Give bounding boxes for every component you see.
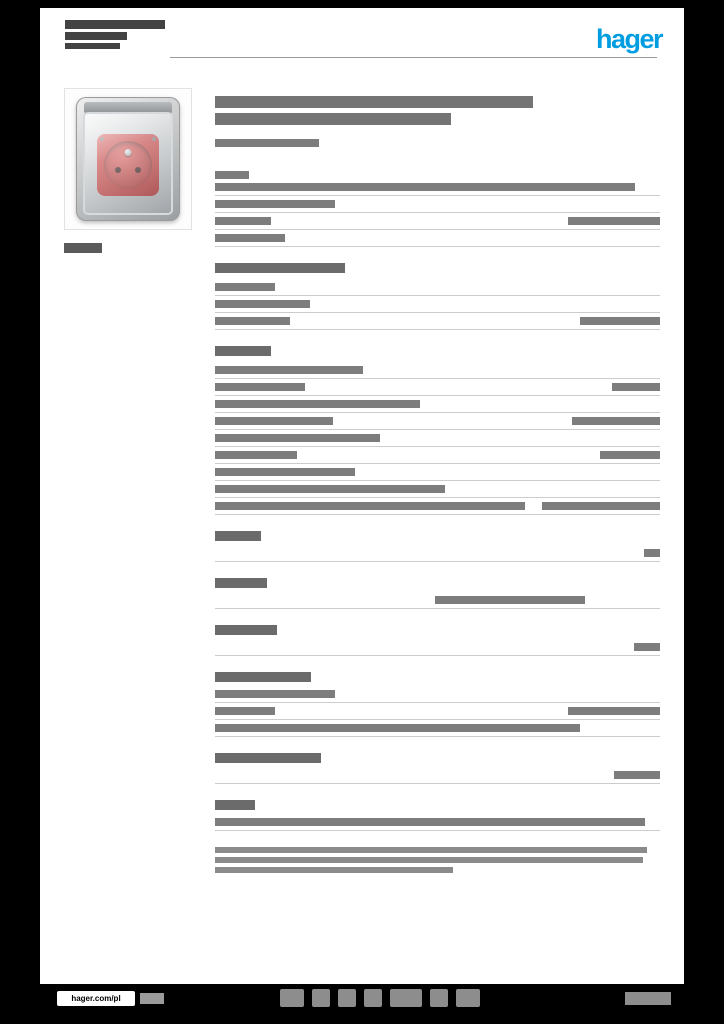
- section-header-bar: [215, 753, 321, 763]
- spec-label-bar: [215, 317, 290, 325]
- header-text-line: [65, 43, 120, 49]
- section-header-bar: [215, 263, 345, 273]
- spec-row: [215, 703, 660, 720]
- spec-label-bar: [215, 502, 525, 510]
- product-subtitle-bar: [215, 139, 319, 147]
- cert-icon-2: [390, 989, 422, 1007]
- spec-value-bar: [612, 383, 660, 391]
- spec-row: [215, 313, 660, 330]
- spec-row: [215, 230, 660, 247]
- footer-extra-bar: [140, 993, 164, 1004]
- product-reference-badge: [64, 243, 102, 253]
- spec-label-bar: [215, 234, 285, 242]
- cert-icon-1: [364, 989, 382, 1007]
- footer-cert-icons: [280, 988, 480, 1008]
- spec-row: [215, 545, 660, 562]
- footer-website-link[interactable]: hager.com/pl: [57, 991, 135, 1006]
- weee-bin-icon: [312, 989, 330, 1007]
- cert-icon-3: [430, 989, 448, 1007]
- spec-row: [215, 279, 660, 296]
- spec-row: [215, 296, 660, 313]
- spec-row: [215, 396, 660, 413]
- spec-row: [215, 213, 660, 230]
- recycle-icon: [338, 989, 356, 1007]
- spec-row: [215, 498, 660, 515]
- section-header-bar: [215, 672, 311, 682]
- spec-label-bar: [215, 485, 445, 493]
- spec-label-bar: [215, 707, 275, 715]
- spec-label-bar: [215, 171, 249, 179]
- header-text-line: [65, 20, 165, 29]
- spec-value-bar: [542, 502, 660, 510]
- spec-row: [215, 430, 660, 447]
- hager-logo: hager: [595, 24, 664, 54]
- spec-row: [215, 767, 660, 784]
- spec-label-bar: [215, 383, 305, 391]
- spec-label-bar: [215, 200, 335, 208]
- spec-row: [215, 196, 660, 213]
- spec-row: [215, 464, 660, 481]
- section-header-bar: [215, 800, 255, 810]
- header-text-block: [65, 20, 165, 52]
- ce-icon: [280, 989, 304, 1007]
- socket-device: [76, 97, 180, 221]
- transparent-flap-cover: [83, 112, 173, 215]
- spec-row: [215, 814, 660, 831]
- footnote-block: [215, 847, 660, 873]
- spec-row: [215, 362, 660, 379]
- footer-page-number-bar: [625, 992, 671, 1005]
- spec-value-bar: [580, 317, 660, 325]
- spec-label-bar: [215, 434, 380, 442]
- section-header-bar: [215, 346, 271, 356]
- spec-value-bar: [435, 596, 585, 604]
- spec-value-bar: [568, 707, 660, 715]
- spec-label-bar: [215, 690, 335, 698]
- spec-list: [215, 96, 660, 873]
- spec-label-bar: [215, 183, 635, 191]
- spec-value-bar: [568, 217, 660, 225]
- product-photo: [64, 88, 192, 230]
- spec-label-bar: [215, 283, 275, 291]
- spec-value-bar: [614, 771, 660, 779]
- spec-label-bar: [215, 217, 271, 225]
- spec-row: [215, 686, 660, 703]
- spec-label-bar: [215, 724, 580, 732]
- spec-row: [215, 639, 660, 656]
- spec-label-bar: [215, 468, 355, 476]
- section-header-bar: [215, 625, 277, 635]
- spec-row: [215, 379, 660, 396]
- product-title-line: [215, 96, 533, 108]
- footnote-line: [215, 857, 643, 863]
- spec-row: [215, 720, 660, 737]
- header-divider: [170, 57, 657, 58]
- section-header-bar: [215, 578, 267, 588]
- cover-hinge: [84, 102, 172, 114]
- spec-value-bar: [600, 451, 660, 459]
- spec-row: [215, 167, 660, 196]
- spec-label-bar: [215, 451, 297, 459]
- spec-row: [215, 592, 660, 609]
- spec-label-bar: [215, 400, 420, 408]
- spec-row: [215, 481, 660, 498]
- spec-value-bar: [572, 417, 660, 425]
- section-header-bar: [215, 531, 261, 541]
- footnote-line: [215, 867, 453, 873]
- spec-label-bar: [215, 818, 645, 826]
- qr-icon: [456, 989, 480, 1007]
- spec-value-bar: [644, 549, 660, 557]
- spec-row: [215, 413, 660, 430]
- footnote-line: [215, 847, 647, 853]
- spec-label-bar: [215, 417, 333, 425]
- spec-row: [215, 447, 660, 464]
- spec-label-bar: [215, 366, 363, 374]
- spec-label-bar: [215, 300, 310, 308]
- header-text-line: [65, 32, 127, 40]
- spec-value-bar: [634, 643, 660, 651]
- datasheet-page: hager: [40, 8, 684, 984]
- product-title-line: [215, 113, 451, 125]
